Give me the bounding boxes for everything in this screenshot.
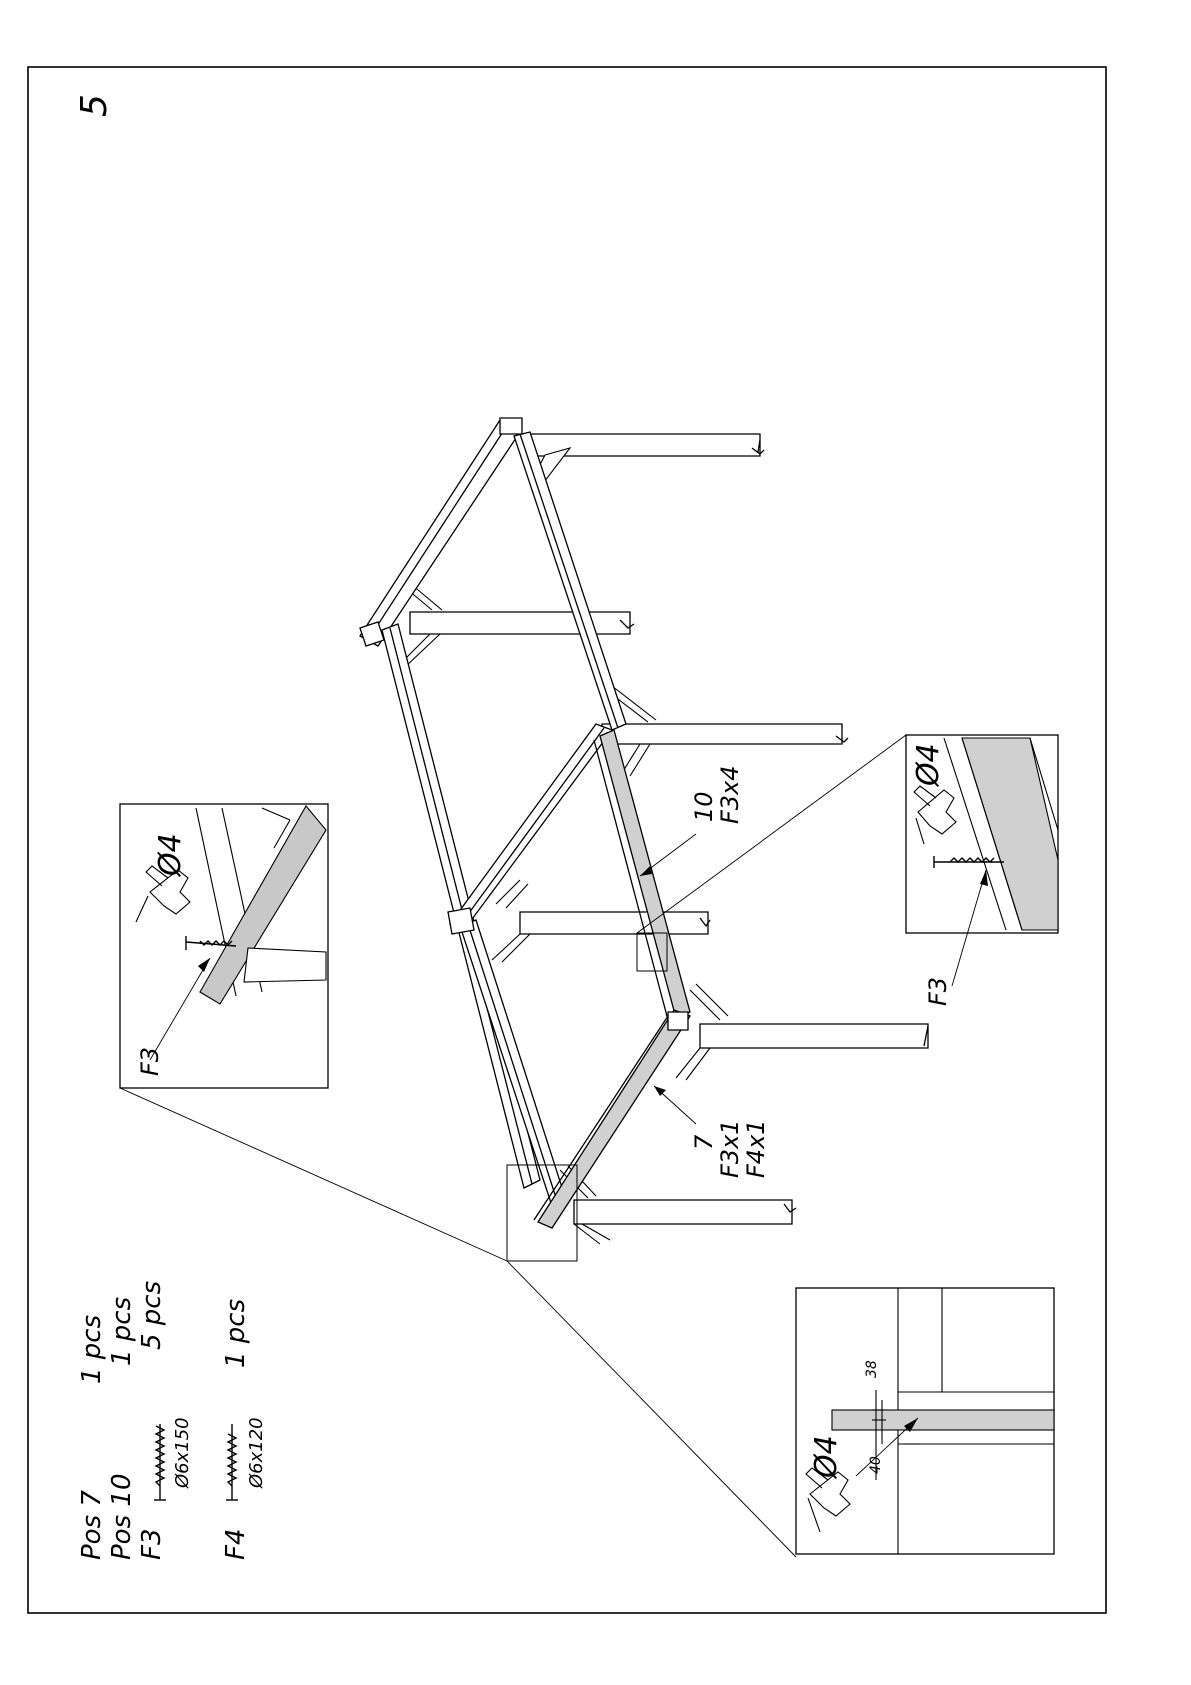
callout-part-10-fastener: F3x4 (716, 765, 744, 824)
detail-left-drill-label: Ø4 (153, 833, 188, 878)
parts-list-item-code: F3 (137, 1529, 167, 1561)
parts-list-item-size: Ø6x150 (172, 1417, 193, 1489)
callout-part-7-fastener-1: F3x1 (716, 1119, 744, 1178)
callout-part-7-pos: 7 (690, 1134, 718, 1150)
callout-part-7: 7 F3x1 F4x1 (654, 1086, 770, 1178)
parts-list-item-qty: 5 pcs (137, 1281, 167, 1350)
detail-left-screw-label: F3 (136, 1047, 164, 1076)
parts-list-item-size: Ø6x120 (246, 1417, 267, 1489)
detail-box-bottom: 38 40 Ø4 (796, 1288, 1054, 1554)
detail-bottom-dim-a: 38 (864, 1360, 880, 1378)
parts-list-item-qty: 1 pcs (77, 1315, 107, 1384)
callout-part-10: 10 F3x4 (640, 765, 744, 876)
screw-icon-f4 (226, 1424, 238, 1500)
detail-right-drill-label: Ø4 (911, 743, 946, 788)
part-7-rail (538, 1010, 690, 1228)
parts-list-item-code: Pos 7 (77, 1490, 107, 1560)
parts-list-item-code: F4 (221, 1529, 251, 1561)
parts-list-item-qty: 1 pcs (107, 1297, 137, 1366)
parts-list-item-qty: 1 pcs (221, 1299, 251, 1368)
parts-list-item-code: Pos 10 (107, 1474, 137, 1560)
detail-box-left: Ø4 F3 (120, 804, 328, 1088)
detail-bottom-dim-b: 40 (868, 1456, 884, 1474)
screw-icon-f3 (154, 1424, 166, 1500)
legs (410, 434, 928, 1224)
detail-bottom-drill-label: Ø4 (809, 1435, 844, 1480)
detail-box-right: Ø4 F3 (906, 735, 1058, 1006)
step-number: 5 (74, 94, 115, 117)
detail-right-screw-label: F3 (924, 977, 952, 1006)
top-rails (360, 418, 626, 1206)
callout-part-10-pos: 10 (690, 791, 718, 822)
frame-assembly (360, 418, 928, 1261)
parts-list: Pos 7 1 pcs Pos 10 1 pcs F3 5 pcs Ø6x150… (77, 1281, 267, 1560)
callout-part-7-fastener-2: F4x1 (742, 1119, 770, 1178)
